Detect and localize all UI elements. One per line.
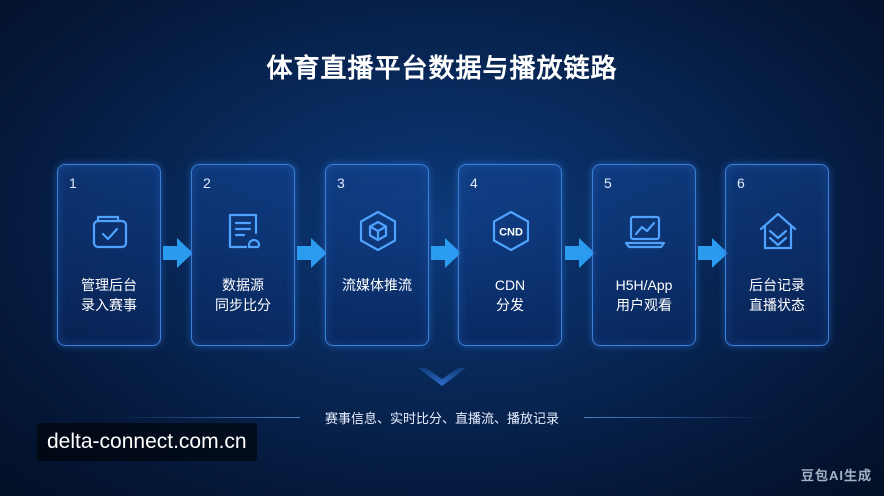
cnd-icon-text: CND — [499, 227, 523, 239]
step-number: 3 — [337, 175, 345, 191]
step-card-6: 6 后台记录 直播状态 — [725, 164, 829, 346]
divider-left — [110, 417, 300, 418]
step-label: H5H/App 用户观看 — [615, 277, 673, 313]
step-card-3: 3 流媒体推流 — [325, 164, 429, 346]
arrow-right-icon — [698, 236, 728, 270]
arrow-right-icon — [565, 236, 595, 270]
step-label: CDN 分发 — [494, 277, 526, 313]
cnd-badge-icon: CND — [489, 209, 533, 253]
step-card-2: 2 数据源 同步比分 — [191, 164, 295, 346]
url-watermark: delta-connect.com.cn — [37, 423, 257, 461]
step-label: 流媒体推流 — [342, 277, 412, 293]
cube-stream-icon — [356, 209, 400, 253]
step-label: 数据源 同步比分 — [215, 277, 271, 313]
bottom-caption: 赛事信息、实时比分、直播流、播放记录 — [324, 411, 559, 426]
step-number: 6 — [737, 175, 745, 191]
flow-diagram: 1 管理后台 录入赛事 2 数据源 同步比分 — [57, 164, 829, 346]
step-label: 后台记录 直播状态 — [749, 277, 805, 313]
ai-generated-watermark: 豆包AI生成 — [800, 468, 872, 483]
step-number: 2 — [203, 175, 211, 191]
document-sync-icon — [222, 209, 266, 253]
step-label: 管理后台 录入赛事 — [81, 277, 137, 313]
laptop-chart-icon — [623, 209, 667, 253]
step-number: 1 — [69, 175, 77, 191]
arrow-right-icon — [163, 236, 193, 270]
step-card-4: 4 CND CDN 分发 — [458, 164, 562, 346]
house-check-icon — [756, 209, 800, 253]
calendar-check-icon — [88, 209, 132, 253]
step-number: 5 — [604, 175, 612, 191]
arrow-right-icon — [431, 236, 461, 270]
arrow-right-icon — [297, 236, 327, 270]
step-card-5: 5 H5H/App 用户观看 — [592, 164, 696, 346]
step-card-1: 1 管理后台 录入赛事 — [57, 164, 161, 346]
step-number: 4 — [470, 175, 478, 191]
diagram-title: 体育直播平台数据与播放链路 — [266, 53, 618, 83]
chevron-down-icon — [418, 368, 466, 386]
